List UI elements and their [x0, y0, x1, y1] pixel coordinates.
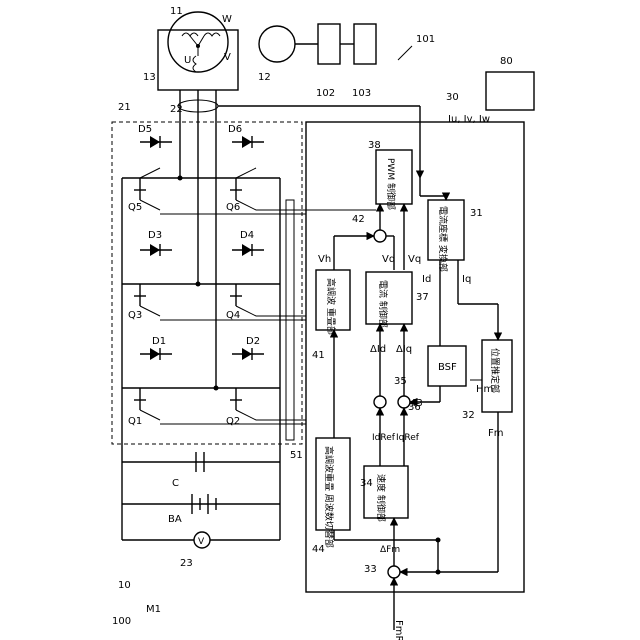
bsf-label: BSF — [438, 362, 457, 373]
ref-31: 31 — [470, 208, 483, 219]
ref-35: 35 — [394, 376, 407, 387]
sig-id: Id — [422, 274, 431, 285]
d2-label: D2 — [246, 336, 260, 347]
sig-iqref: IqRef — [396, 433, 420, 443]
ref-11: 11 — [170, 6, 183, 17]
ref-51: 51 — [290, 450, 303, 461]
block-102 — [318, 24, 340, 64]
gate-signal-bus-51 — [160, 200, 306, 440]
sig-iq: Iq — [462, 274, 471, 285]
phase-v-label: V — [224, 52, 231, 63]
q2-label: Q2 — [226, 416, 240, 427]
ref-41: 41 — [312, 350, 325, 361]
ref-37: 37 — [416, 292, 429, 303]
current-control-label: 電流 制御部 — [377, 280, 389, 328]
sig-idref: IdRef — [372, 433, 396, 443]
ref-30: 30 — [446, 92, 459, 103]
q6-label: Q6 — [226, 202, 240, 213]
battery-ba-label: BA — [168, 514, 182, 525]
ref-21: 21 — [118, 102, 131, 113]
voltmeter-v-label: V — [198, 537, 205, 547]
phase-u-label: U — [184, 55, 191, 66]
sig-vq: Vq — [408, 254, 421, 265]
ref-103: 103 — [352, 88, 371, 99]
d6-label: D6 — [228, 124, 242, 135]
ref-38: 38 — [368, 140, 381, 151]
sum-junction-33 — [388, 566, 400, 578]
q1-label: Q1 — [128, 416, 142, 427]
ref-10: 10 — [118, 580, 131, 591]
ref-44: 44 — [312, 544, 325, 555]
ref-m1: M1 — [146, 604, 161, 615]
ref-34: 34 — [360, 478, 373, 489]
pwm-label: PWM 制御部 — [385, 158, 397, 210]
sum-junction-42 — [374, 230, 386, 242]
ref-32: 32 — [462, 410, 475, 421]
current-transform-label: 電流座標 変換部 — [437, 206, 449, 272]
d4-label: D4 — [240, 230, 254, 241]
motor-11: U V W — [158, 12, 238, 90]
sig-dfm: ΔFm — [380, 545, 400, 555]
diode-d4 — [232, 244, 264, 256]
speed-control-block — [364, 466, 408, 518]
phase-w-label: W — [222, 14, 232, 25]
ref-80: 80 — [500, 56, 513, 67]
cap-c-label: C — [172, 478, 179, 489]
sig-diq: ΔIq — [396, 344, 412, 355]
speed-control-label: 速度 制御部 — [375, 474, 387, 522]
sig-fm: Fm — [488, 428, 504, 439]
diode-d2 — [232, 348, 264, 360]
d5-label: D5 — [138, 124, 152, 135]
ref-12: 12 — [258, 72, 271, 83]
diode-d5 — [140, 136, 172, 148]
q4-label: Q4 — [226, 310, 240, 321]
diode-d3 — [140, 244, 172, 256]
d1-label: D1 — [152, 336, 166, 347]
ref-100: 100 — [112, 616, 131, 627]
sum-junction-35 — [374, 396, 386, 408]
wheel-12 — [259, 26, 295, 62]
q3-label: Q3 — [128, 310, 142, 321]
ref-33: 33 — [364, 564, 377, 575]
sig-did: ΔId — [370, 344, 386, 355]
sig-vd: Vd — [382, 254, 395, 265]
currents-label: Iu, Iv, Iw — [448, 114, 490, 125]
current-control-block — [366, 272, 412, 324]
diode-d6 — [232, 136, 264, 148]
ref-36: 36 — [408, 402, 421, 413]
q5-label: Q5 — [128, 202, 142, 213]
ref-101: 101 — [416, 34, 435, 45]
ref-13: 13 — [143, 72, 156, 83]
harmonic-superposition-label: 高調波 重畳部 — [325, 278, 337, 335]
ref-22: 22 — [170, 104, 183, 115]
harmonic-frequency-switch-label: 高調波重畳 周波数切替部 — [323, 446, 335, 548]
sig-fmref: FmRef — [393, 620, 404, 640]
ref-102: 102 — [316, 88, 335, 99]
ref-42: 42 — [352, 214, 365, 225]
sig-vh: Vh — [318, 254, 331, 265]
sig-hm: Hm — [476, 384, 493, 395]
ref-23: 23 — [180, 558, 193, 569]
block-103 — [354, 24, 376, 64]
d3-label: D3 — [148, 230, 162, 241]
diode-d1 — [140, 348, 172, 360]
block-80 — [486, 72, 534, 110]
